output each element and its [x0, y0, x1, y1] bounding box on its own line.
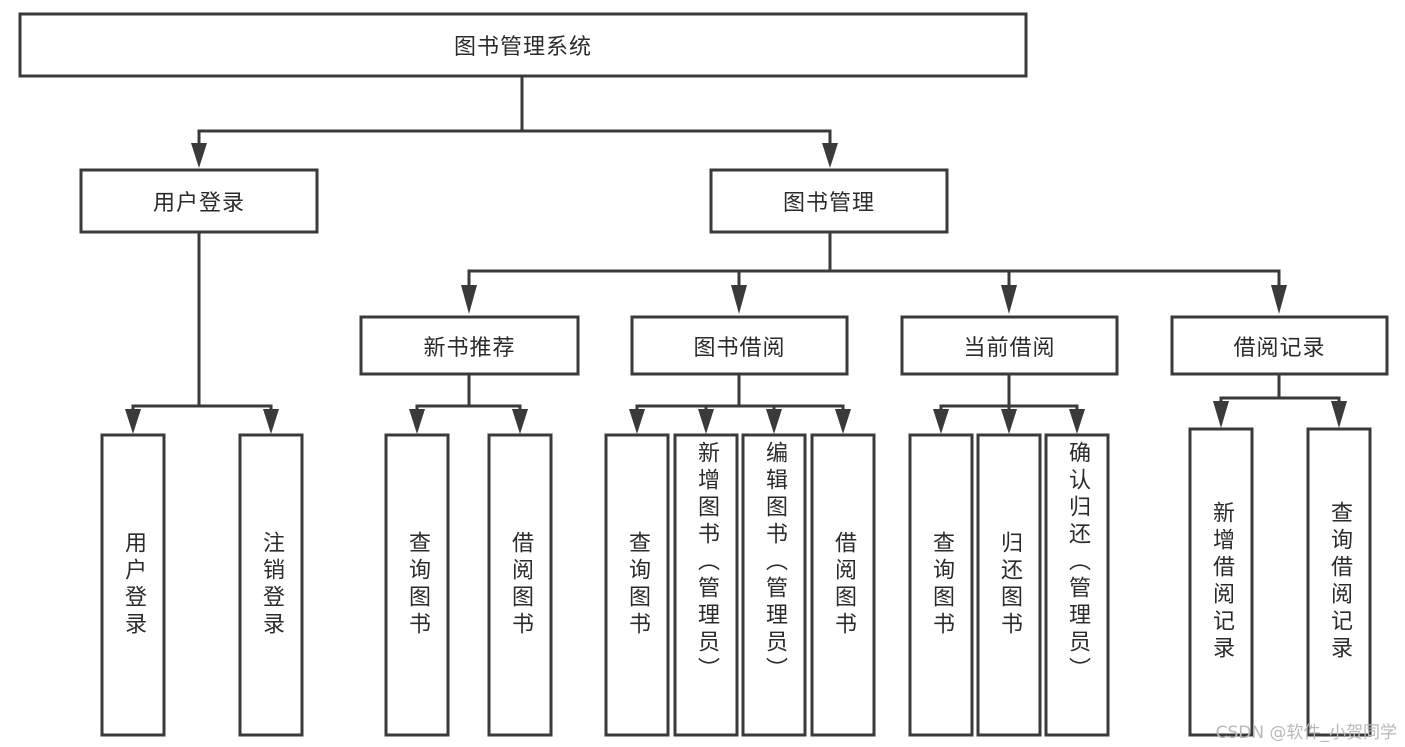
node-box-leaf-12[interactable]: [1188, 427, 1254, 737]
arrow-to-leaf3: [409, 409, 425, 434]
arrow-to-leaf9: [933, 409, 949, 434]
node-box-leaf-8[interactable]: [810, 433, 876, 737]
node-box-leaf-1[interactable]: [100, 433, 166, 737]
edge-borrow-to-leaves: [629, 373, 851, 434]
node-box-book-borrow[interactable]: [630, 315, 849, 376]
node-box-borrow-record[interactable]: [1170, 315, 1389, 376]
arrow-to-leaf6: [698, 409, 714, 434]
edge-record-to-leaves: [1213, 373, 1347, 428]
node-box-root[interactable]: [18, 12, 1028, 78]
arrow-to-leaf13: [1331, 401, 1347, 428]
arrow-to-borrow: [731, 285, 747, 314]
arrow-to-user-login: [191, 143, 207, 168]
node-box-leaf-6[interactable]: [673, 433, 739, 737]
arrow-to-leaf11: [1069, 409, 1085, 434]
edge-bookmanage-to-level3: [461, 231, 1287, 314]
node-box-leaf-2[interactable]: [238, 433, 304, 737]
node-box-leaf-13[interactable]: [1306, 427, 1372, 737]
arrow-to-record: [1271, 285, 1287, 314]
node-box-leaf-9[interactable]: [908, 433, 974, 737]
node-box-user-login[interactable]: [79, 168, 319, 234]
edge-current-to-leaves: [933, 373, 1085, 434]
arrow-to-current: [1001, 285, 1017, 314]
edge-root-to-level2: [191, 74, 838, 168]
arrow-to-leaf7: [766, 409, 782, 434]
arrow-to-book-manage: [822, 143, 838, 168]
edge-newbook-to-leaves: [409, 373, 528, 434]
arrow-to-leaf8: [835, 409, 851, 434]
arrow-to-leaf10: [1001, 409, 1017, 434]
arrow-to-leaf2: [263, 409, 279, 434]
node-box-leaf-5[interactable]: [604, 433, 670, 737]
node-box-leaf-4[interactable]: [487, 433, 553, 737]
arrow-to-leaf4: [512, 409, 528, 434]
node-box-leaf-11[interactable]: [1044, 433, 1110, 737]
node-box-leaf-7[interactable]: [741, 433, 807, 737]
arrow-to-leaf12: [1213, 401, 1229, 428]
node-box-book-manage[interactable]: [709, 168, 949, 234]
node-box-new-book-recommend[interactable]: [359, 315, 580, 376]
node-box-current-borrow[interactable]: [900, 315, 1119, 376]
arrow-to-leaf1: [125, 409, 141, 434]
node-box-leaf-10[interactable]: [976, 433, 1042, 737]
arrow-to-leaf5: [629, 409, 645, 434]
edge-userlogin-to-leaves: [125, 231, 279, 434]
arrow-to-newbook: [461, 285, 477, 314]
node-box-leaf-3[interactable]: [384, 433, 450, 737]
